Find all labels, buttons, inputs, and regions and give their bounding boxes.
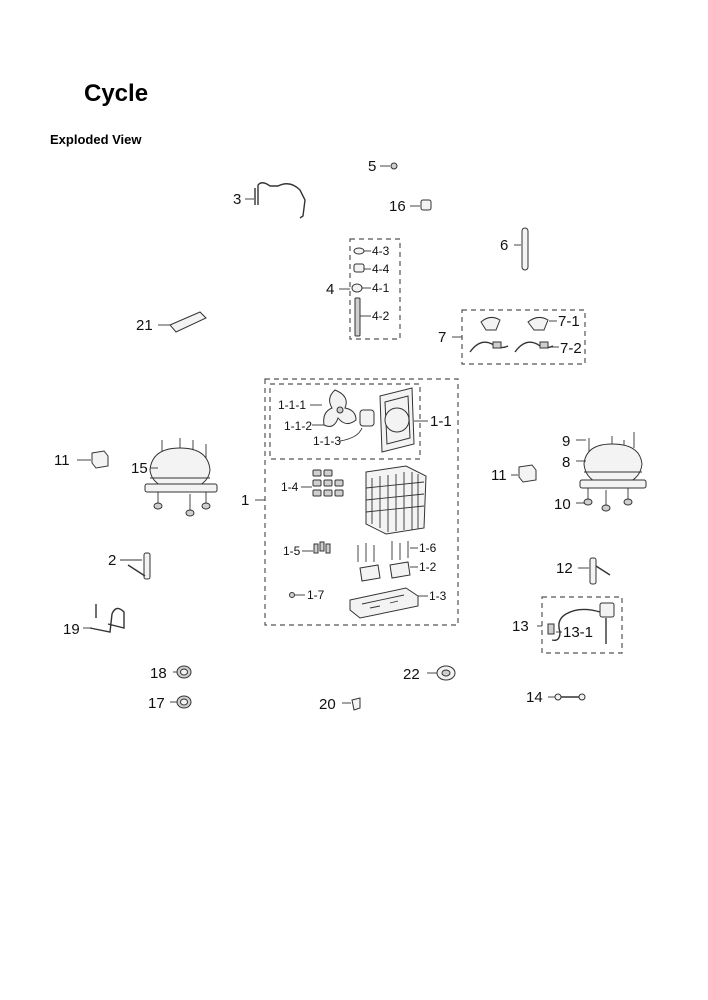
callout-9[interactable]: 9	[562, 433, 570, 450]
callout-3[interactable]: 3	[233, 191, 241, 208]
callout-7-1[interactable]: 7-1	[558, 313, 580, 330]
callout-1-1[interactable]: 1-1	[430, 413, 452, 430]
callout-4-4[interactable]: 4-4	[372, 262, 390, 276]
callout-2[interactable]: 2	[108, 552, 116, 569]
group-4-box	[349, 238, 401, 340]
callout-1-6[interactable]: 1-6	[419, 541, 437, 555]
callout-1-2[interactable]: 1-2	[419, 560, 437, 574]
part-1-1-fan-assembly	[310, 387, 428, 453]
callout-8[interactable]: 8	[562, 454, 570, 471]
part-8-compressor-right	[576, 432, 647, 512]
part-22-grommet	[427, 665, 456, 681]
page-title: Cycle	[84, 80, 149, 107]
callout-10[interactable]: 10	[554, 496, 571, 513]
group-1-1-box	[269, 383, 421, 460]
callout-13[interactable]: 13	[512, 618, 529, 635]
callout-1-3[interactable]: 1-3	[429, 589, 447, 603]
callout-1-7[interactable]: 1-7	[307, 588, 325, 602]
callout-1-5[interactable]: 1-5	[283, 544, 301, 558]
part-5-screw	[380, 162, 398, 170]
part-1-2-bracket	[359, 561, 418, 582]
group-13-box	[541, 596, 623, 654]
part-16-cap	[410, 199, 432, 211]
part-1-3-tray	[349, 587, 428, 619]
part-4-assembly	[339, 247, 371, 337]
part-6-sensor	[514, 227, 529, 271]
callout-22[interactable]: 22	[403, 666, 420, 683]
part-3-tube	[245, 182, 306, 219]
part-19-pipe	[83, 604, 125, 633]
callout-19[interactable]: 19	[63, 621, 80, 638]
group-1-box	[264, 378, 459, 626]
callout-4[interactable]: 4	[326, 281, 334, 298]
callout-13-1[interactable]: 13-1	[563, 624, 593, 641]
part-20-cap	[342, 697, 361, 711]
part-15-compressor-left	[144, 438, 218, 517]
callout-18[interactable]: 18	[150, 665, 167, 682]
callout-4-2[interactable]: 4-2	[372, 309, 390, 323]
callout-1-4[interactable]: 1-4	[281, 480, 299, 494]
part-evaporator	[365, 465, 427, 535]
callout-21[interactable]: 21	[136, 317, 153, 334]
callout-4-3[interactable]: 4-3	[372, 244, 390, 258]
callout-12[interactable]: 12	[556, 560, 573, 577]
part-21-pad	[158, 311, 207, 333]
callout-6[interactable]: 6	[500, 237, 508, 254]
part-11-left-relay	[77, 450, 109, 469]
part-7-harness	[452, 316, 559, 353]
part-14-pipe-joint	[548, 693, 586, 701]
callout-20[interactable]: 20	[319, 696, 336, 713]
section-title: Exploded View	[50, 132, 142, 147]
part-2-filter	[120, 552, 151, 580]
part-1-6-pins	[357, 541, 418, 562]
callout-1-1-2[interactable]: 1-1-2	[284, 419, 312, 433]
callout-1-1-1[interactable]: 1-1-1	[278, 398, 306, 412]
callout-1[interactable]: 1	[241, 492, 249, 509]
callout-17[interactable]: 17	[148, 695, 165, 712]
part-17-spring	[170, 695, 192, 709]
callout-15[interactable]: 15	[131, 460, 148, 477]
part-1-5-clips	[302, 541, 331, 554]
callout-4-1[interactable]: 4-1	[372, 281, 390, 295]
part-1-7-screw	[289, 592, 305, 598]
callout-5[interactable]: 5	[368, 158, 376, 175]
part-13-sensor-harness	[537, 602, 615, 644]
callout-1-1-3[interactable]: 1-1-3	[313, 434, 341, 448]
callout-7[interactable]: 7	[438, 329, 446, 346]
callout-7-2[interactable]: 7-2	[560, 340, 582, 357]
callout-11-right[interactable]: 11	[491, 467, 507, 484]
part-12-drier	[578, 557, 611, 585]
callout-11-left[interactable]: 11	[54, 452, 70, 469]
part-11-right-relay	[511, 464, 537, 483]
callout-16[interactable]: 16	[389, 198, 406, 215]
part-1-4-clips	[301, 469, 344, 497]
part-18-spring	[173, 665, 192, 679]
callout-14[interactable]: 14	[526, 689, 543, 706]
